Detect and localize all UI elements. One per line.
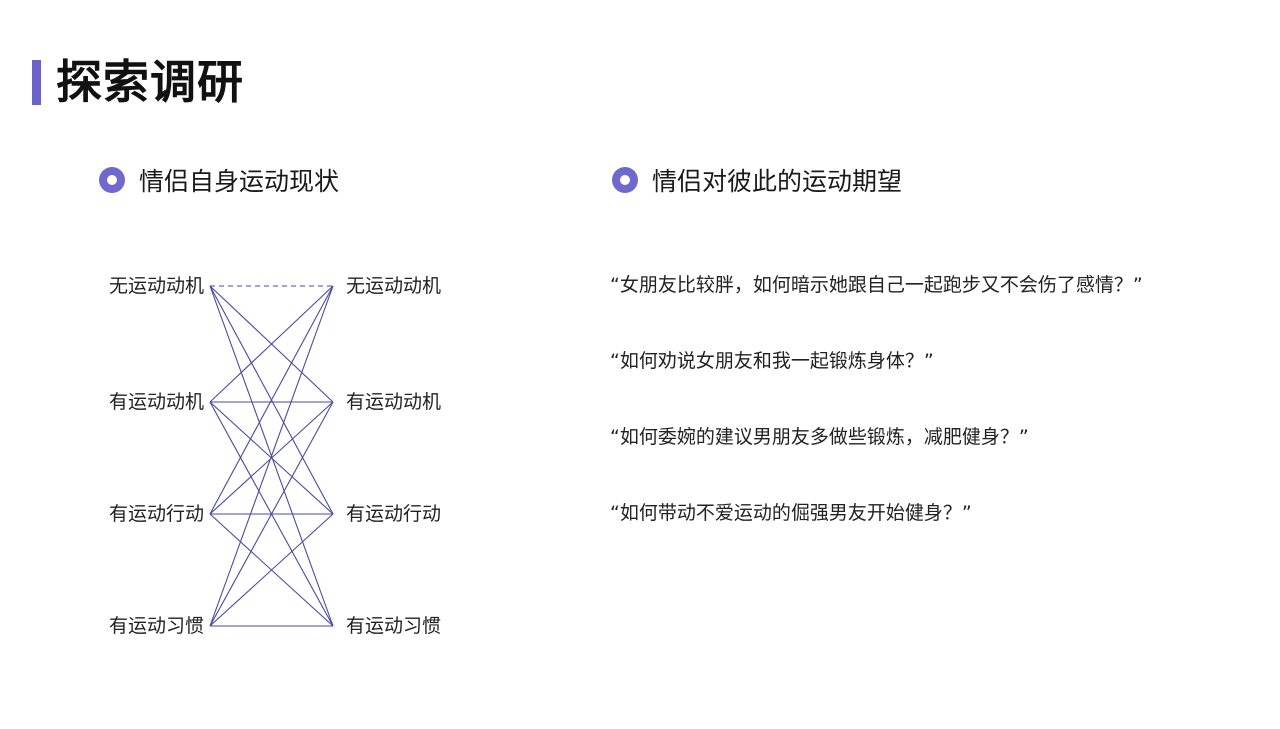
section-title: 情侣对彼此的运动期望 bbox=[652, 167, 903, 196]
title-accent-bar bbox=[32, 60, 41, 105]
circle-bullet-icon bbox=[612, 167, 638, 193]
right-node-has-action: 有运动行动 bbox=[346, 503, 442, 525]
left-node-has-habit: 有运动习惯 bbox=[108, 615, 204, 637]
right-node-no-motivation: 无运动动机 bbox=[346, 275, 442, 297]
left-node-no-motivation: 无运动动机 bbox=[108, 275, 204, 297]
right-node-has-motivation: 有运动动机 bbox=[346, 391, 442, 413]
section-header-expectations: 情侣对彼此的运动期望 bbox=[612, 162, 902, 198]
circle-bullet-icon bbox=[99, 167, 125, 193]
left-node-has-motivation: 有运动动机 bbox=[108, 391, 204, 413]
right-node-has-habit: 有运动习惯 bbox=[346, 615, 442, 637]
section-header-current-status: 情侣自身运动现状 bbox=[99, 162, 339, 198]
quote-item: “如何委婉的建议男朋友多做些锻炼，减肥健身？” bbox=[610, 426, 1029, 448]
section-title: 情侣自身运动现状 bbox=[139, 167, 340, 196]
left-node-has-action: 有运动行动 bbox=[108, 503, 204, 525]
page-title: 探索调研 bbox=[56, 55, 244, 109]
quote-item: “如何带动不爱运动的倔强男友开始健身？” bbox=[610, 502, 972, 524]
quote-item: “如何劝说女朋友和我一起锻炼身体？” bbox=[610, 350, 934, 372]
quote-item: “女朋友比较胖，如何暗示她跟自己一起跑步又不会伤了感情？” bbox=[610, 274, 1143, 296]
